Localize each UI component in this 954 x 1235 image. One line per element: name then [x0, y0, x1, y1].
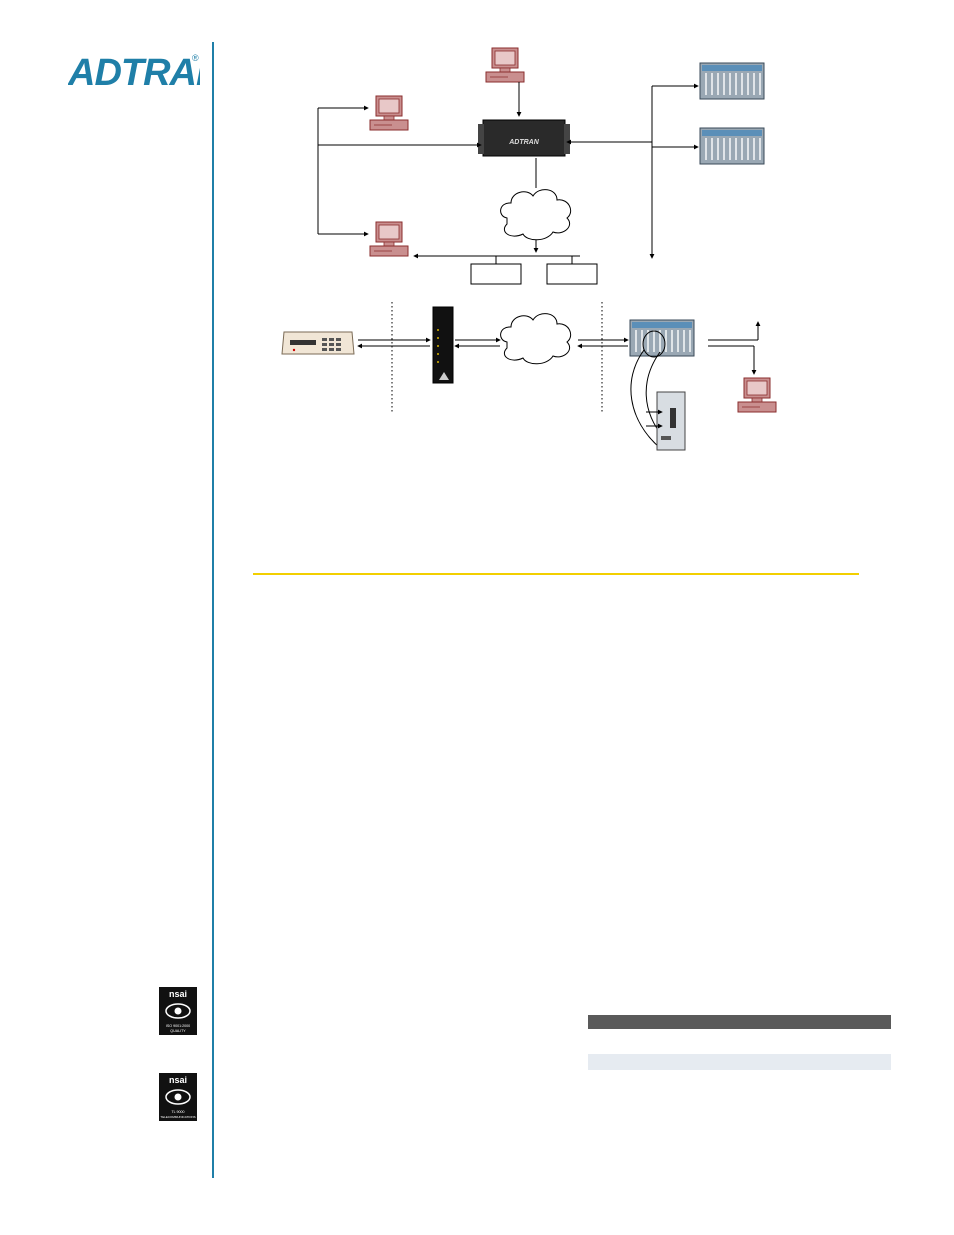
- card-module: [656, 391, 686, 451]
- section-rule: [253, 573, 859, 575]
- table-row-bar: [588, 1054, 891, 1070]
- rack-bottom-right: [629, 319, 695, 357]
- box-right: [546, 263, 598, 285]
- central-unit: ADTRAN: [478, 119, 570, 157]
- svg-text:QUALITY: QUALITY: [170, 1029, 186, 1033]
- box-left: [470, 263, 522, 285]
- svg-text:nsai: nsai: [169, 1075, 187, 1085]
- svg-text:ISO 9001:2000: ISO 9001:2000: [166, 1024, 190, 1028]
- svg-text:nsai: nsai: [169, 989, 187, 999]
- nsai-iso-badge: nsai ISO 9001:2000 QUALITY: [159, 987, 197, 1035]
- modem-left: [281, 331, 355, 355]
- access-unit: [432, 306, 454, 384]
- logo-text: ADTRAN: [68, 52, 200, 92]
- pc-left-lower: [369, 221, 409, 257]
- rack-mid-right: [699, 127, 765, 165]
- cloud-bottom: [500, 313, 572, 365]
- network-diagram: ADTRAN: [281, 47, 777, 451]
- svg-text:ADTRAN: ADTRAN: [508, 139, 539, 146]
- pc-left-upper: [369, 95, 409, 131]
- svg-text:TL 9000: TL 9000: [171, 1110, 184, 1114]
- rack-top-right: [699, 62, 765, 100]
- sidebar-divider: [212, 42, 214, 1178]
- pc-top: [485, 47, 525, 83]
- cloud-top: [500, 189, 572, 241]
- pc-bottom-right: [737, 377, 777, 413]
- table-header-bar: [588, 1015, 891, 1029]
- svg-text:TELECOMMUNICATIONS: TELECOMMUNICATIONS: [160, 1115, 195, 1119]
- adtran-logo: ADTRAN ®: [68, 52, 200, 92]
- nsai-tl9000-badge: nsai TL 9000 TELECOMMUNICATIONS: [159, 1073, 197, 1121]
- registered-mark: ®: [192, 53, 199, 63]
